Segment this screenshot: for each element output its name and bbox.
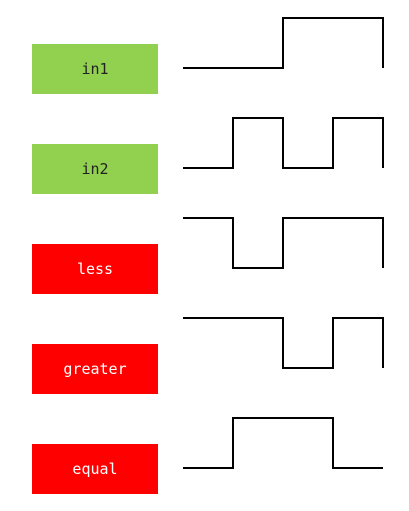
waveform-less bbox=[183, 217, 384, 269]
signal-label-less: less bbox=[32, 244, 158, 294]
signal-label-greater: greater bbox=[32, 344, 158, 394]
signal-label-equal: equal bbox=[32, 444, 158, 494]
signal-label-in1: in1 bbox=[32, 44, 158, 94]
waveform-equal bbox=[183, 417, 383, 469]
signal-label-in2: in2 bbox=[32, 144, 158, 194]
waveform-greater bbox=[183, 317, 384, 369]
waveform-in1 bbox=[183, 17, 384, 69]
waveform-in2 bbox=[183, 117, 384, 169]
